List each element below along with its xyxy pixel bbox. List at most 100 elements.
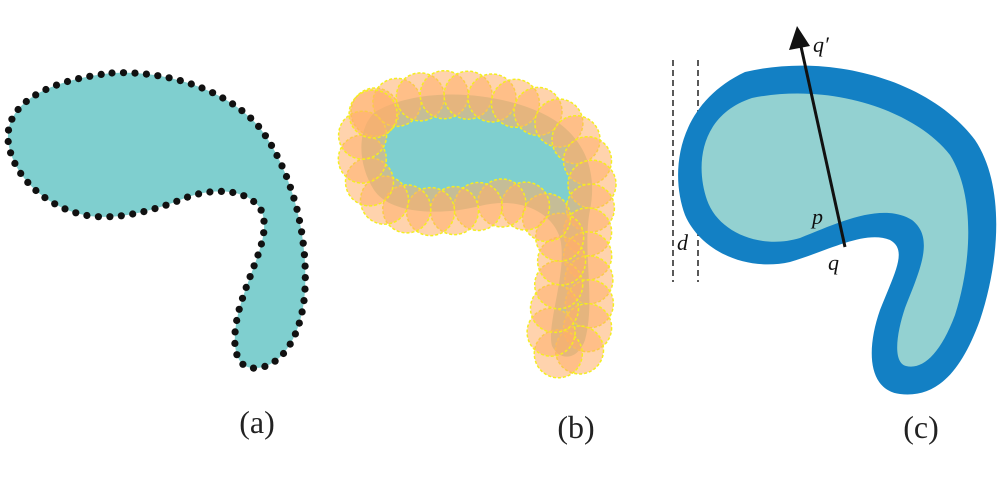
boundary-dot [108, 69, 116, 77]
boundary-dot [4, 126, 13, 134]
boundary-dot [255, 122, 263, 130]
label-q-prime: q′ [813, 32, 830, 57]
boundary-dot [249, 364, 258, 372]
panel-a: (a) [4, 69, 309, 440]
boundary-dot [278, 162, 286, 170]
boundary-dot [282, 172, 291, 181]
boundary-dot [254, 251, 262, 259]
boundary-dot [72, 209, 80, 217]
boundary-dot [151, 205, 159, 213]
boundary-dot [290, 194, 298, 202]
boundary-dot [293, 205, 301, 213]
boundary-dot [217, 187, 225, 195]
boundary-dot [238, 107, 246, 115]
boundary-dot [154, 72, 162, 80]
boundary-dot [94, 213, 102, 221]
boundary-dot [24, 178, 32, 186]
arrow-head-icon [789, 26, 810, 50]
boundary-dot [119, 69, 128, 77]
boundary-dot [52, 81, 61, 89]
boundary-dot [187, 80, 195, 88]
boundary-dot [32, 91, 40, 99]
disk-cover [337, 69, 617, 379]
boundary-dot [61, 205, 69, 213]
boundary-dot [162, 201, 170, 209]
boundary-dot [176, 77, 184, 85]
boundary-dot [4, 137, 12, 146]
boundary-dot [183, 193, 192, 201]
boundary-dot [260, 229, 268, 237]
label-p: p [810, 204, 823, 229]
boundary-dot [238, 294, 247, 302]
cover-disk [348, 89, 398, 139]
shape-b-region [361, 94, 593, 357]
boundary-dot [206, 188, 214, 196]
boundary-dot [195, 190, 203, 198]
boundary-dot [279, 349, 288, 358]
normal-arrow-line [798, 41, 847, 248]
boundary-dot [300, 251, 308, 259]
boundary-dot [295, 216, 304, 225]
boundary-dot [83, 211, 91, 220]
boundary-dot [165, 74, 173, 82]
boundary-dot [295, 319, 303, 327]
boundary-dot [239, 360, 247, 368]
boundary-dot [140, 208, 148, 216]
caption-c: (c) [903, 409, 939, 445]
shape-a-region [7, 72, 306, 369]
boundary-dot [257, 206, 265, 214]
caption-b: (b) [557, 409, 594, 445]
shape-c-region [701, 93, 969, 367]
boundary-dot [97, 70, 105, 78]
boundary-dot [231, 339, 239, 347]
boundary-dot [271, 357, 279, 365]
boundary-dot [301, 262, 309, 270]
boundary-dot [267, 141, 276, 149]
panel-c: d q′ p q (c) [672, 26, 997, 445]
boundary-dot [42, 85, 50, 94]
boundary-dot [117, 212, 125, 220]
boundary-dot [17, 169, 25, 177]
boundary-dot [22, 97, 30, 106]
boundary-dot [257, 240, 265, 248]
boundary-dot [298, 228, 306, 236]
boundary-dot [247, 114, 255, 122]
boundary-dot [198, 84, 206, 92]
boundary-dot [142, 70, 150, 78]
distance-label-d: d [677, 230, 689, 255]
boundary-dot [86, 72, 94, 80]
boundary-dot [51, 200, 59, 208]
boundary-dot [233, 316, 241, 325]
boundary-dot [273, 151, 281, 160]
boundary-dot [14, 105, 22, 114]
boundary-dot [233, 351, 241, 359]
boundary-dot [291, 330, 299, 338]
boundary-dot [8, 115, 16, 123]
boundary-dot [63, 77, 72, 86]
boundary-dot [261, 132, 269, 140]
boundary-dot [229, 100, 237, 108]
boundary-dot [260, 217, 268, 225]
boundary-dot [301, 274, 309, 282]
dotted-boundary [4, 69, 309, 372]
boundary-dot [242, 283, 250, 291]
boundary-dot [261, 362, 269, 370]
boundary-dot [300, 297, 308, 305]
boundary-dot [219, 94, 227, 102]
label-q: q [828, 250, 839, 275]
boundary-dot [301, 285, 309, 293]
caption-a: (a) [239, 404, 275, 440]
boundary-dot [299, 239, 307, 247]
boundary-dot [250, 197, 258, 206]
boundary-dot [41, 194, 49, 202]
boundary-dot [106, 213, 114, 221]
boundary-dot [229, 188, 237, 197]
boundary-dot [131, 69, 139, 77]
boundary-dot [235, 305, 243, 313]
boundary-dot [250, 262, 258, 270]
boundary-dot [231, 328, 239, 336]
boundary-dot [246, 273, 254, 281]
boundary-dot [209, 89, 217, 97]
boundary-dot [286, 183, 294, 191]
